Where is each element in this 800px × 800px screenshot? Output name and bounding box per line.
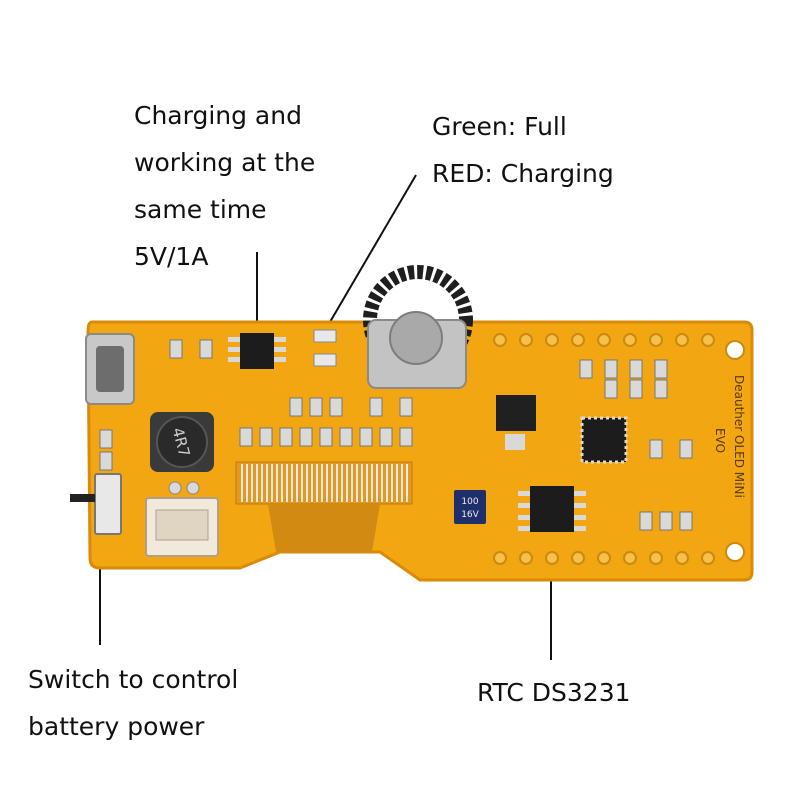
tantalum-capacitor xyxy=(454,490,486,524)
smd-component xyxy=(679,511,693,531)
header-pin-hole xyxy=(493,551,507,565)
board-subtitle: EVO xyxy=(713,428,727,453)
charging-label-line: Charging and xyxy=(134,101,302,130)
mounting-hole xyxy=(725,340,745,360)
battery-connector-slot xyxy=(155,509,209,541)
voltage-regulator xyxy=(496,395,536,431)
battery-pin xyxy=(186,481,200,495)
smd-component xyxy=(604,359,618,379)
header-pin-hole xyxy=(675,551,689,565)
slide-switch xyxy=(94,473,122,535)
header-pin-hole xyxy=(623,333,637,347)
header-pin-hole xyxy=(701,551,715,565)
mounting-hole xyxy=(725,542,745,562)
header-pin-hole xyxy=(493,333,507,347)
charger-ic-pins xyxy=(228,337,286,362)
led-label: Green: Full RED: Charging xyxy=(432,103,614,197)
smd-component xyxy=(629,359,643,379)
flex-cable-contacts xyxy=(241,464,408,502)
header-pin-hole xyxy=(675,333,689,347)
smd-component xyxy=(99,429,113,449)
inductor-core xyxy=(156,416,208,468)
header-pin-hole xyxy=(649,551,663,565)
header-pin-hole xyxy=(597,333,611,347)
smd-component xyxy=(239,427,253,447)
charging-label-line: same time xyxy=(134,195,267,224)
smd-component xyxy=(339,427,353,447)
header-pin-hole xyxy=(701,333,715,347)
led-label-line: RED: Charging xyxy=(432,159,614,188)
smd-component xyxy=(654,379,668,399)
header-pin-hole xyxy=(545,333,559,347)
header-pin-hole xyxy=(519,333,533,347)
header-pin-hole xyxy=(623,551,637,565)
smd-component xyxy=(329,397,343,417)
smd-component xyxy=(604,379,618,399)
smd-component xyxy=(649,439,663,459)
oled-flex-cable-tail xyxy=(268,504,380,552)
charging-label-line: 5V/1A xyxy=(134,242,209,271)
smd-component xyxy=(579,359,593,379)
smd-component xyxy=(369,397,383,417)
smd-component xyxy=(654,359,668,379)
header-pins-bottom xyxy=(493,551,715,565)
smd-component xyxy=(639,511,653,531)
smd-component xyxy=(399,427,413,447)
rotary-encoder-cap xyxy=(389,311,443,365)
smd-component xyxy=(359,427,373,447)
rtc-label-line: RTC DS3231 xyxy=(477,678,631,707)
battery-pin xyxy=(168,481,182,495)
switch-label-line: Switch to control xyxy=(28,665,239,694)
header-pin-hole xyxy=(571,551,585,565)
header-pin-hole xyxy=(649,333,663,347)
microcontroller xyxy=(580,416,628,464)
smd-component xyxy=(259,427,273,447)
smd-component xyxy=(659,511,673,531)
led-label-line: Green: Full xyxy=(432,112,567,141)
charger-ic xyxy=(240,333,274,369)
rtc-chip xyxy=(530,486,574,532)
smd-component xyxy=(279,427,293,447)
switch-label-line: battery power xyxy=(28,712,205,741)
smd-component xyxy=(399,397,413,417)
smd-component xyxy=(99,451,113,471)
switch-knob xyxy=(70,494,95,502)
header-pins-top xyxy=(493,333,715,347)
board-title: Deauther OLED MiNi xyxy=(732,375,746,498)
led-red xyxy=(313,353,337,367)
header-pin-hole xyxy=(571,333,585,347)
passive-components xyxy=(99,339,693,531)
rtc-chip-pins xyxy=(518,491,586,531)
smd-component xyxy=(679,439,693,459)
leader-line-led xyxy=(329,174,417,323)
smd-component xyxy=(299,427,313,447)
smd-component xyxy=(319,427,333,447)
header-pin-hole xyxy=(519,551,533,565)
usb-port-opening xyxy=(96,346,124,392)
smd-component xyxy=(379,427,393,447)
led-green xyxy=(313,329,337,343)
voltage-regulator-tab xyxy=(505,434,525,450)
capacitor-marking: 16V xyxy=(461,510,479,520)
smd-component xyxy=(169,339,183,359)
smd-component xyxy=(629,379,643,399)
charging-label-line: working at the xyxy=(134,148,316,177)
smd-component xyxy=(199,339,213,359)
header-pin-hole xyxy=(545,551,559,565)
charging-label: Charging and working at the same time 5V… xyxy=(134,92,315,280)
smd-component xyxy=(289,397,303,417)
smd-component xyxy=(309,397,323,417)
rtc-label: RTC DS3231 xyxy=(477,669,631,716)
switch-label: Switch to control battery power xyxy=(28,656,238,750)
capacitor-marking: 100 xyxy=(461,497,478,507)
header-pin-hole xyxy=(597,551,611,565)
